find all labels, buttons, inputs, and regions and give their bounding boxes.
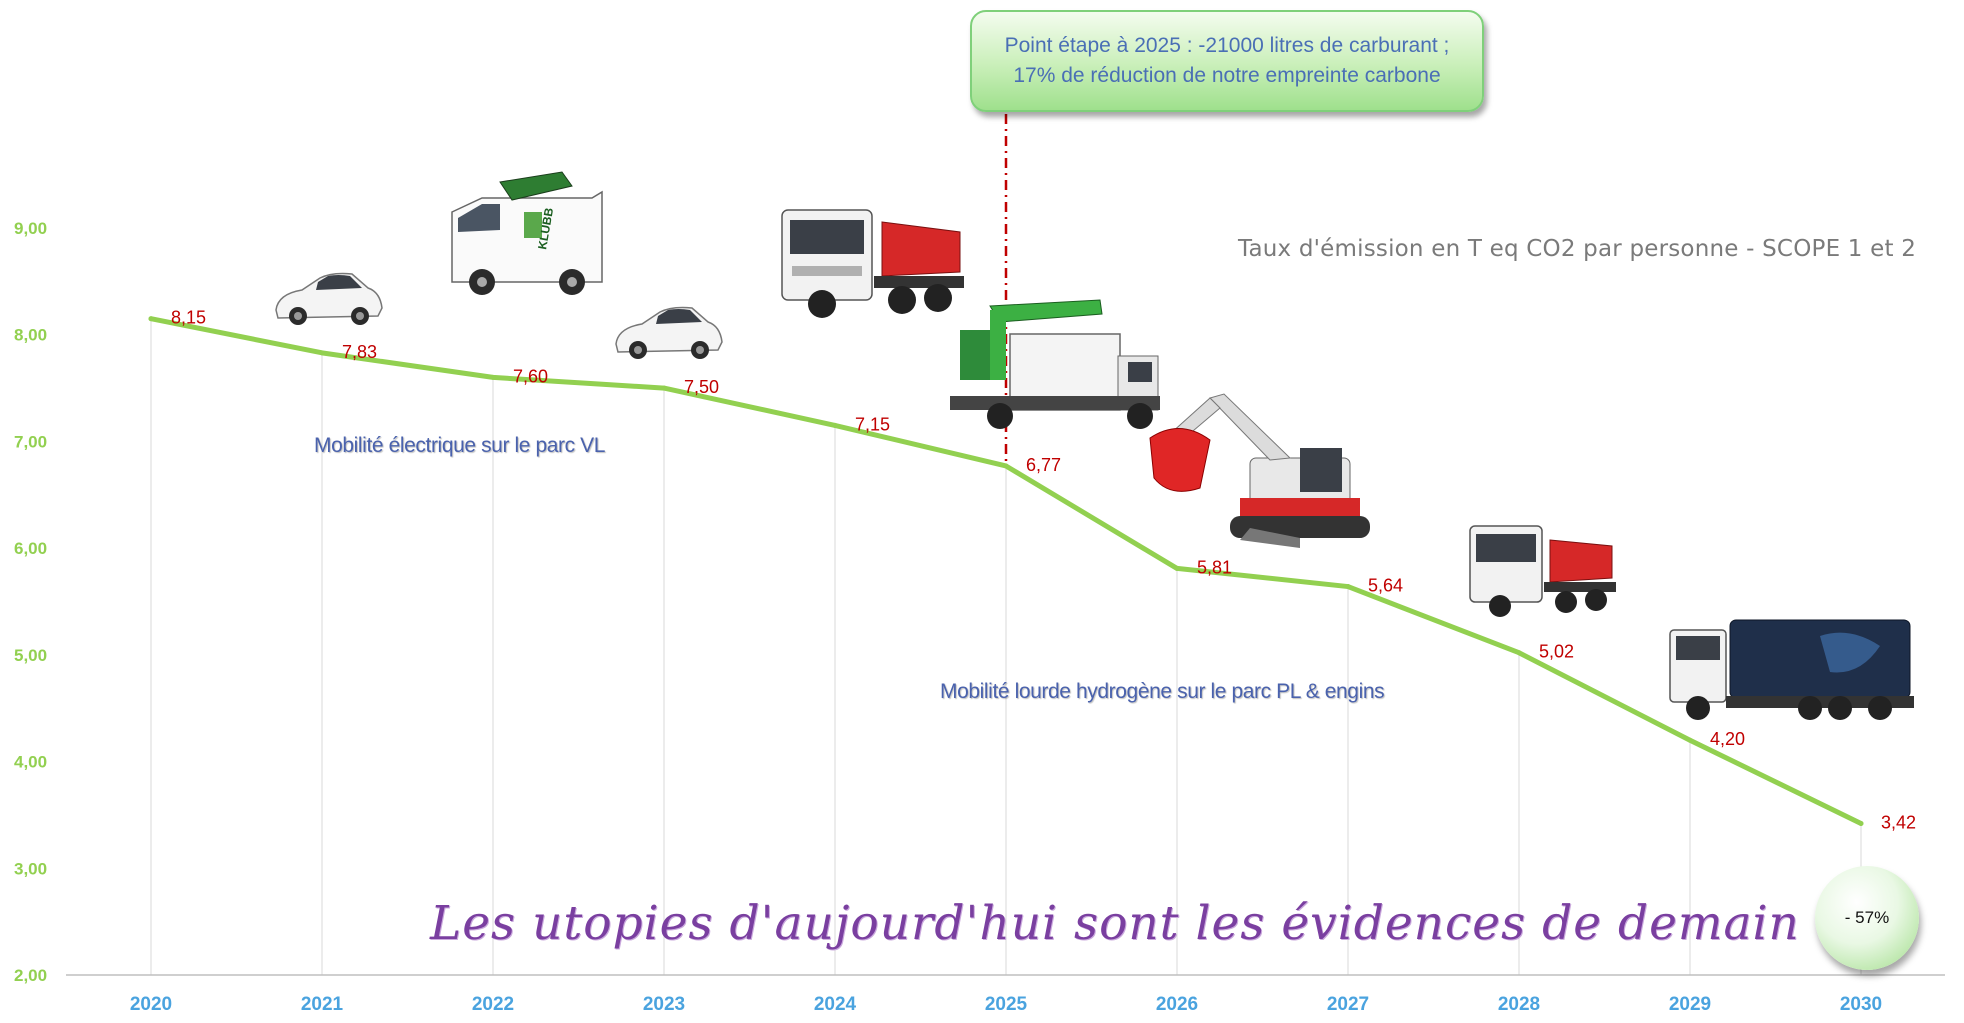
- y-tick-label: 5,00: [14, 646, 47, 665]
- data-point: [1516, 650, 1522, 656]
- gridlines: [150, 318, 1862, 975]
- y-tick-label: 2,00: [14, 966, 47, 985]
- x-tick-label: 2020: [130, 994, 172, 1015]
- y-tick-label: 9,00: [14, 219, 47, 238]
- reduction-badge-text: - 57%: [1844, 908, 1890, 927]
- slogan-quote: Les utopies d'aujourd'hui sont les évide…: [430, 896, 1800, 951]
- data-point: [1858, 820, 1864, 826]
- dump-truck-icon: [1469, 525, 1616, 617]
- electric-mobility-note: Mobilité électrique sur le parc VL: [314, 434, 606, 457]
- data-label: 6,77: [1026, 455, 1061, 475]
- data-label: 7,60: [513, 366, 548, 386]
- x-tick-label: 2028: [1498, 994, 1540, 1015]
- data-point: [1687, 737, 1693, 743]
- data-point: [832, 422, 838, 428]
- data-label: 7,15: [855, 414, 890, 434]
- data-label: 3,42: [1881, 812, 1916, 832]
- milestone-callout: Point étape à 2025 : -21000 litres de ca…: [970, 10, 1484, 112]
- data-label: 5,64: [1368, 576, 1403, 596]
- data-label: 5,81: [1197, 557, 1232, 577]
- dump-truck-icon: [781, 209, 964, 318]
- x-tick-label: 2022: [472, 994, 514, 1015]
- x-tick-label: 2021: [301, 994, 344, 1015]
- y-axis-ticks: 2,00 3,00 4,00 5,00 6,00 7,00 8,00 9,00: [14, 219, 47, 985]
- data-label: 7,50: [684, 377, 719, 397]
- y-tick-label: 3,00: [14, 859, 47, 878]
- electric-car-icon: [275, 272, 383, 325]
- data-point: [1003, 463, 1009, 469]
- x-tick-label: 2027: [1327, 994, 1369, 1015]
- data-point: [661, 385, 667, 391]
- data-label: 7,83: [342, 342, 377, 362]
- y-tick-label: 7,00: [14, 432, 47, 451]
- x-tick-label: 2029: [1669, 994, 1711, 1015]
- utility-van-crane-icon: KLUBB: [451, 171, 603, 295]
- x-axis-ticks: 2020 2021 2022 2023 2024 2025 2026 2027 2028 2029…: [130, 994, 1882, 1015]
- data-label: 5,02: [1539, 642, 1574, 662]
- reduction-badge: - 57%: [1815, 866, 1919, 970]
- data-point: [1174, 565, 1180, 571]
- hydrogen-truck-icon: [1669, 619, 1914, 720]
- x-tick-label: 2030: [1840, 994, 1882, 1015]
- electric-car-icon: [615, 306, 723, 359]
- data-point: [148, 316, 154, 322]
- y-tick-label: 4,00: [14, 753, 47, 772]
- callout-text: Point étape à 2025 : -21000 litres de ca…: [1004, 34, 1450, 87]
- x-tick-label: 2025: [985, 994, 1028, 1015]
- aerial-lift-truck-icon: [950, 299, 1160, 429]
- y-tick-label: 8,00: [14, 326, 47, 345]
- x-tick-label: 2023: [643, 994, 685, 1015]
- hydrogen-mobility-note: Mobilité lourde hydrogène sur le parc PL…: [940, 680, 1385, 703]
- x-tick-label: 2026: [1156, 994, 1198, 1015]
- data-label: 4,20: [1710, 729, 1745, 749]
- data-labels: 8,15 7,83 7,60 7,50 7,15 6,77 5,81 5,64 5,02 4,20…: [148, 308, 1916, 832]
- excavator-icon: [1149, 393, 1370, 548]
- x-tick-label: 2024: [814, 994, 857, 1015]
- data-point: [1345, 584, 1351, 590]
- y-tick-label: 6,00: [14, 539, 47, 558]
- data-label: 8,15: [171, 308, 206, 328]
- chart-title: Taux d'émission en T eq CO2 par personne…: [1238, 236, 1917, 262]
- data-point: [490, 374, 496, 380]
- data-point: [319, 350, 325, 356]
